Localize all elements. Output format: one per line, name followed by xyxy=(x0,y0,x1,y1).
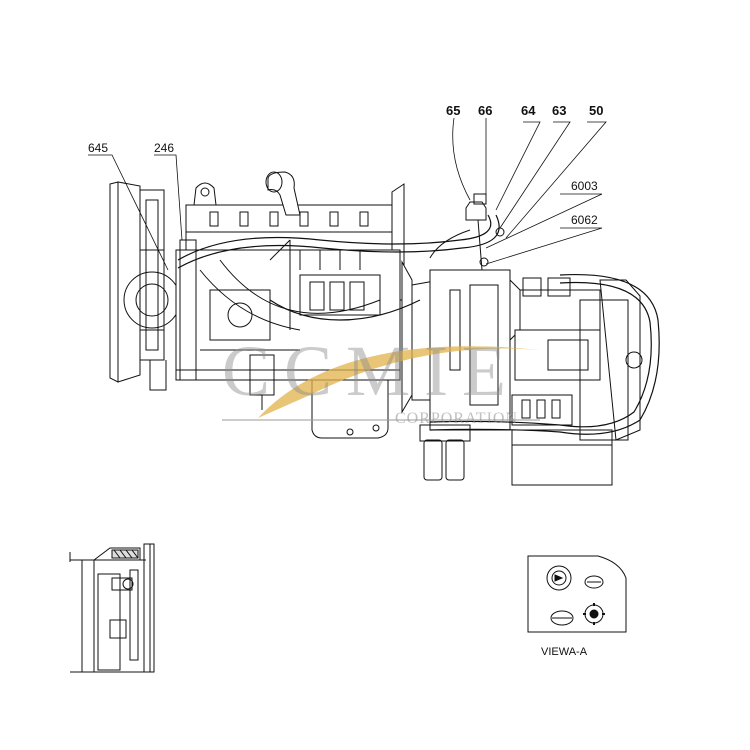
callout-246: 246 xyxy=(154,141,175,155)
view-a-a-label: VIEWA-A xyxy=(541,646,588,658)
leader-lines xyxy=(88,117,607,271)
watermark-brand: CCMIE xyxy=(222,331,521,411)
callout-65: 65 xyxy=(446,103,461,118)
view-a-a-panel xyxy=(527,555,627,633)
callout-50: 50 xyxy=(589,103,604,118)
callout-63: 63 xyxy=(552,103,567,118)
watermark-swoosh xyxy=(222,346,540,421)
callout-64: 64 xyxy=(521,103,536,118)
callout-6062: 6062 xyxy=(571,213,598,227)
callout-66: 66 xyxy=(478,103,493,118)
coolant-fittings xyxy=(429,193,505,271)
watermark-corporation: CORPORATION xyxy=(395,410,519,427)
callout-645: 645 xyxy=(88,141,109,155)
transmission xyxy=(401,260,643,486)
fan-shroud xyxy=(109,181,181,391)
callout-6003: 6003 xyxy=(571,179,598,193)
section-detail xyxy=(69,543,155,673)
